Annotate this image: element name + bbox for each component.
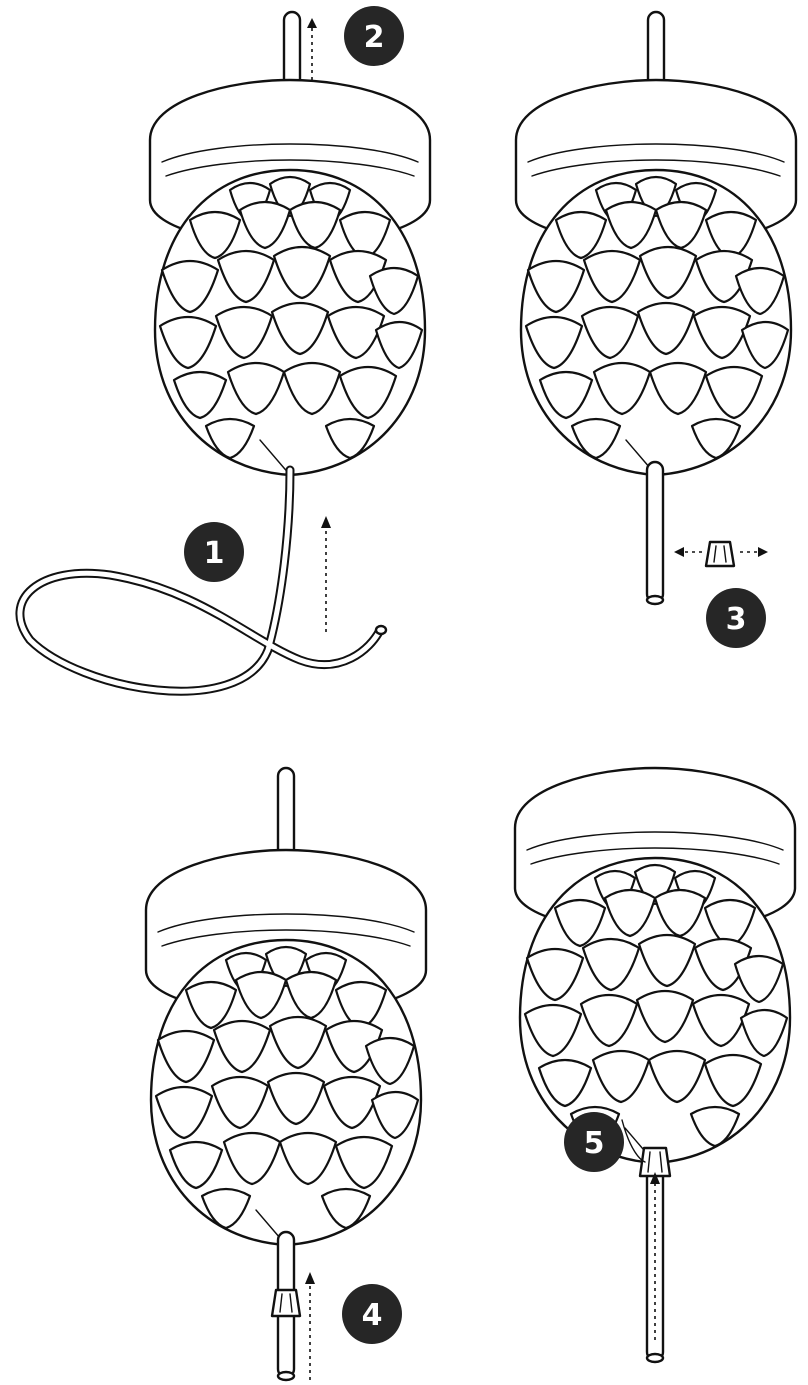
panel-step-1-2 xyxy=(20,12,430,691)
arrow-head xyxy=(758,547,768,557)
step-number: 2 xyxy=(364,20,385,55)
step-number: 1 xyxy=(204,536,225,571)
arrow-head xyxy=(674,547,684,557)
step-number: 4 xyxy=(362,1298,383,1333)
step-badge-2: 2 xyxy=(344,6,404,66)
step-badge-3: 3 xyxy=(706,588,766,648)
pinecone-lamp xyxy=(146,850,426,1245)
panel-step-3 xyxy=(516,12,796,604)
panel-step-5 xyxy=(515,768,795,1362)
step-badge-5: 5 xyxy=(564,1112,624,1172)
step-number: 3 xyxy=(726,602,747,637)
pinecone-lamp xyxy=(515,768,795,1163)
clip-part xyxy=(706,542,734,566)
pinecone-lamp xyxy=(150,80,430,475)
clip-part xyxy=(272,1290,300,1316)
step-badge-4: 4 xyxy=(342,1284,402,1344)
rod xyxy=(647,462,663,602)
arrow-head xyxy=(307,18,317,28)
step-badge-1: 1 xyxy=(184,522,244,582)
rod xyxy=(278,768,294,858)
arrow-head xyxy=(321,516,331,528)
pinecone-lamp xyxy=(516,80,796,475)
arrow-head xyxy=(305,1272,315,1284)
step-number: 5 xyxy=(584,1126,605,1161)
